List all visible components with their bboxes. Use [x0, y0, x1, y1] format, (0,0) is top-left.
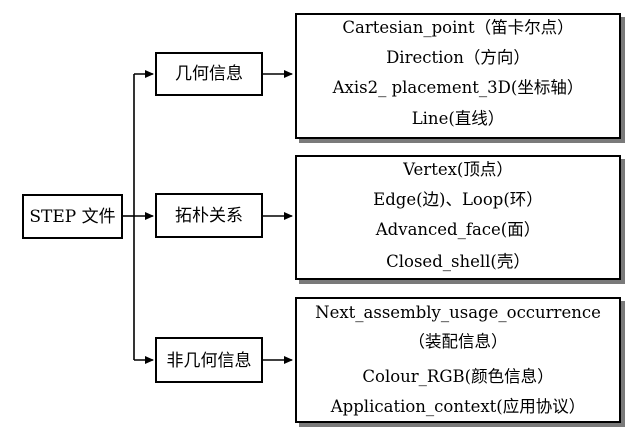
category-label-topology: 拓朴关系 — [175, 206, 243, 226]
topology-item-vertex: Vertex(顶点） — [403, 160, 513, 179]
nongeometry-item-application-context: Application_context(应用协议） — [330, 397, 586, 416]
root-label: STEP 文件 — [29, 207, 116, 227]
geometry-item-cartesian-point: Cartesian_point（笛卡尔点） — [342, 18, 574, 37]
detail-box-geometry: Cartesian_point（笛卡尔点） Direction（方向） Axis… — [295, 13, 621, 139]
category-box-geometry: 几何信息 — [155, 52, 263, 96]
nongeometry-item-colour-rgb: Colour_RGB(颜色信息） — [362, 367, 554, 386]
category-label-nongeometry: 非几何信息 — [166, 351, 252, 371]
detail-box-nongeometry: Next_assembly_usage_occurrence （装配信息） Co… — [295, 297, 621, 423]
category-label-geometry: 几何信息 — [175, 64, 243, 84]
detail-box-topology: Vertex(顶点） Edge(边)、Loop(环） Advanced_face… — [295, 155, 621, 280]
geometry-item-line: Line(直线） — [411, 109, 505, 128]
geometry-item-direction: Direction（方向） — [386, 48, 530, 67]
root-box: STEP 文件 — [22, 194, 123, 239]
topology-item-edge-loop: Edge(边)、Loop(环） — [373, 190, 543, 209]
nongeometry-item-assembly-info: （装配信息） — [408, 332, 508, 351]
geometry-item-axis2-placement: Axis2_ placement_3D(坐标轴） — [332, 78, 584, 97]
category-box-topology: 拓朴关系 — [155, 193, 263, 238]
category-box-nongeometry: 非几何信息 — [155, 337, 263, 383]
topology-item-closed-shell: Closed_shell(壳） — [386, 252, 530, 271]
nongeometry-item-assembly-usage: Next_assembly_usage_occurrence — [315, 303, 601, 322]
topology-item-advanced-face: Advanced_face(面） — [375, 220, 541, 239]
